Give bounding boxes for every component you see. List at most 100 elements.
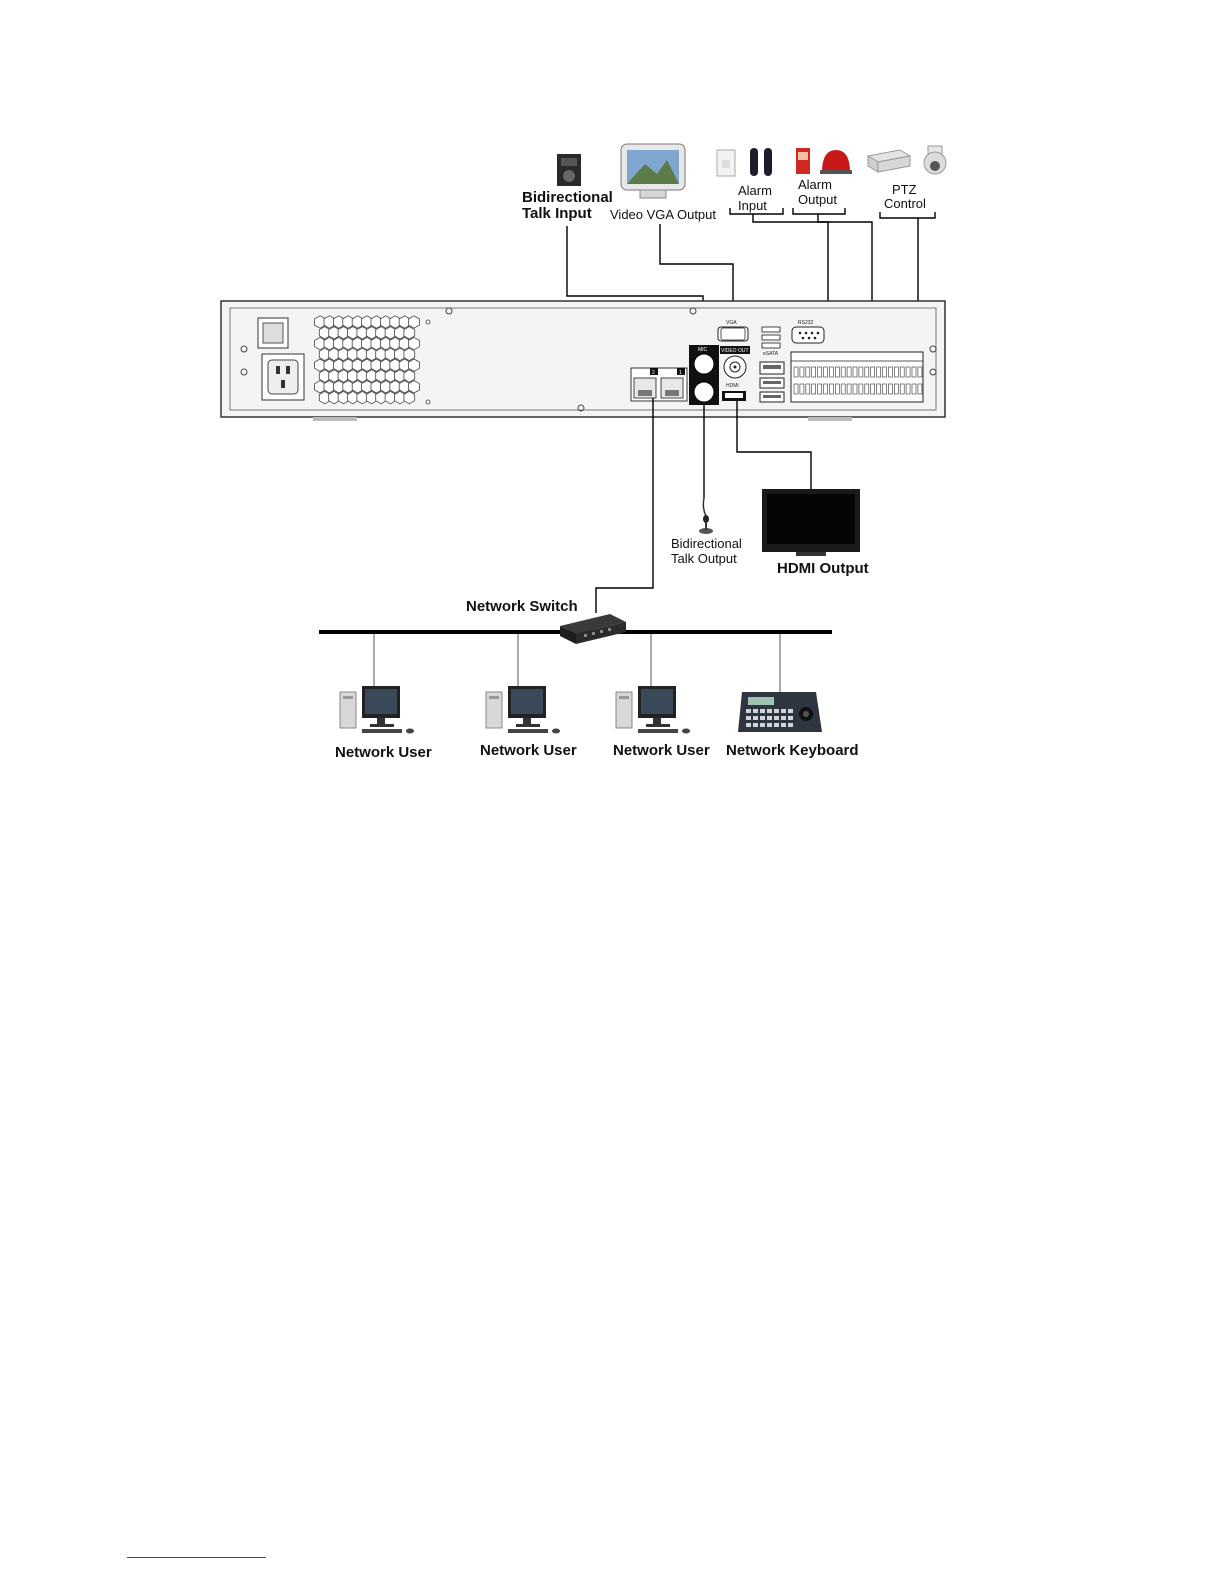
terminal-pin [800, 384, 804, 394]
terminal-pin [829, 367, 833, 377]
terminal-pin [818, 384, 822, 394]
keyboard-key [746, 709, 751, 713]
fan-hole [409, 337, 420, 349]
fan-hole [404, 391, 415, 403]
terminal-pin [794, 367, 798, 377]
network-switch-icon [560, 614, 626, 644]
terminal-pin [877, 384, 881, 394]
keyboard-key [753, 716, 758, 720]
terminal-pin [835, 367, 839, 377]
alarm-siren-icon [820, 150, 852, 174]
keyboard-key [774, 723, 779, 727]
fan-hole [409, 316, 420, 328]
network-keyboard-icon [738, 692, 822, 732]
ptz-camera-icon [924, 146, 946, 174]
terminal-pin [900, 384, 904, 394]
terminal-pin [912, 384, 916, 394]
hdmi-output-label: HDMI Output [777, 560, 869, 577]
keyboard-key [788, 716, 793, 720]
decoder-box-icon [868, 150, 910, 172]
lan-ports: 2 1 [631, 368, 687, 401]
keyboard-key [760, 709, 765, 713]
talk-output-label-line2: Talk Output [671, 551, 737, 566]
terminal-pin [883, 384, 887, 394]
strobe-light-icon [796, 148, 810, 174]
fan-hole [409, 381, 420, 393]
ptz-label-line1: PTZ [892, 182, 917, 197]
terminal-pin [888, 367, 892, 377]
mic-ports: MIC [689, 345, 719, 405]
keyboard-key [774, 709, 779, 713]
terminal-pin [859, 384, 863, 394]
terminal-pin [871, 367, 875, 377]
terminal-pin [812, 384, 816, 394]
terminal-pin [918, 367, 922, 377]
terminal-pin [906, 367, 910, 377]
terminal-pin [841, 384, 845, 394]
alarm-input-label-line2: Input [738, 198, 767, 213]
pir-sensor-icon [717, 150, 735, 176]
keyboard-key [767, 709, 772, 713]
keyboard-key [760, 723, 765, 727]
terminal-pin [894, 367, 898, 377]
keyboard-key [767, 716, 772, 720]
esata-label: eSATA [763, 351, 779, 357]
fan-grill [315, 316, 420, 404]
desktop-pc-icon [486, 686, 560, 734]
hdmi-tv-icon [762, 489, 860, 556]
keyboard-key [753, 709, 758, 713]
fan-hole [404, 348, 415, 360]
network-keyboard-label: Network Keyboard [726, 742, 859, 759]
network-user-label-3: Network User [613, 742, 710, 759]
terminal-pin [829, 384, 833, 394]
talk-output-label-line1: Bidirectional [671, 536, 742, 551]
video-out-label: VIDEO OUT [721, 348, 749, 354]
keyboard-key [788, 723, 793, 727]
terminal-pin [847, 384, 851, 394]
terminal-pin [918, 384, 922, 394]
desktop-pc-icon [340, 686, 414, 734]
terminal-pin [883, 367, 887, 377]
rs232-label: RS232 [798, 320, 814, 326]
crt-monitor-icon [621, 144, 685, 198]
keyboard-key [781, 716, 786, 720]
alarm-output-label-line2: Output [798, 192, 837, 207]
speaker-icon [557, 154, 581, 186]
terminal-pin [865, 367, 869, 377]
terminal-pin [877, 367, 881, 377]
terminal-pin [847, 367, 851, 377]
keyboard-key [760, 716, 765, 720]
terminal-pin [859, 367, 863, 377]
mic-label: MIC [698, 347, 708, 353]
ptz-label-line2: Control [884, 196, 926, 211]
keyboard-key [746, 723, 751, 727]
keyboard-key [781, 723, 786, 727]
alarm-output-label-line1: Alarm [798, 177, 832, 192]
terminal-pin [894, 384, 898, 394]
terminal-pin [853, 367, 857, 377]
fan-hole [404, 370, 415, 382]
microphone-icon [699, 498, 713, 534]
lan-cable [596, 398, 653, 613]
keyboard-key [746, 716, 751, 720]
terminal-pin [812, 367, 816, 377]
terminal-pin [888, 384, 892, 394]
terminal-pin [824, 384, 828, 394]
lan-2-label: 2 [652, 370, 655, 376]
fan-hole [404, 327, 415, 339]
terminal-pin [824, 367, 828, 377]
beam-sensor-icon [750, 148, 772, 176]
network-user-label-1: Network User [335, 744, 432, 761]
terminal-pin [900, 367, 904, 377]
terminal-pin [806, 367, 810, 377]
terminal-pin [800, 367, 804, 377]
network-user-label-2: Network User [480, 742, 577, 759]
alarm-input-label-line1: Alarm [738, 183, 772, 198]
terminal-pin [806, 384, 810, 394]
terminal-pin [865, 384, 869, 394]
footnote-rule [127, 1557, 266, 1558]
desktop-pc-icon [616, 686, 690, 734]
terminal-pin [841, 367, 845, 377]
talk-input-label-line2: Talk Input [522, 205, 592, 222]
